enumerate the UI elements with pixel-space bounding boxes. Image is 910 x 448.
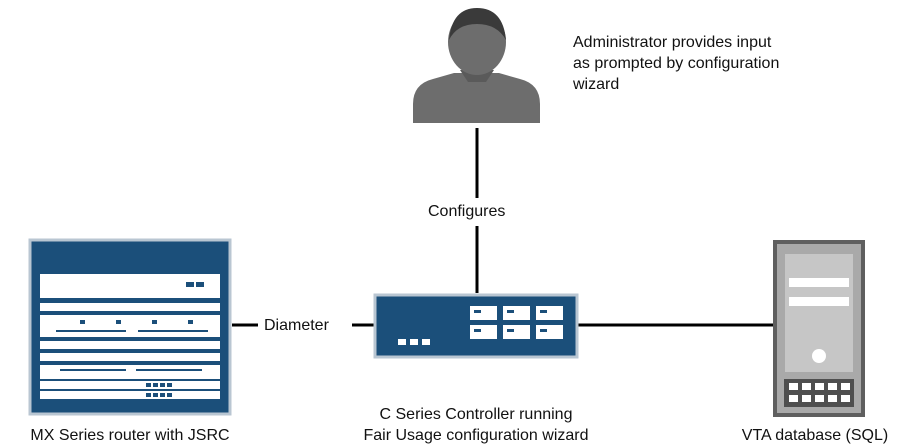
- controller-caption-line: C Series Controller running: [379, 406, 573, 423]
- administrator-note-line: wizard: [573, 76, 620, 93]
- administrator-note-line: Administrator provides input: [573, 34, 772, 51]
- controller-caption: C Series Controller running Fair Usage c…: [326, 404, 626, 446]
- controller-appliance-icon: [373, 293, 579, 359]
- diameter-label: Diameter: [264, 317, 329, 334]
- router-chassis-icon: [28, 238, 232, 416]
- controller-caption-line: Fair Usage configuration wizard: [363, 427, 589, 444]
- configures-label: Configures: [428, 203, 506, 220]
- database-caption: VTA database (SQL): [741, 427, 889, 444]
- administrator-note-line: as prompted by configuration: [573, 55, 780, 72]
- database-server-tower-icon: [773, 240, 865, 417]
- administrator-person-icon: [413, 8, 540, 123]
- mx-router-caption: MX Series router with JSRC: [30, 427, 230, 444]
- administrator-note: Administrator provides input as prompted…: [573, 32, 779, 95]
